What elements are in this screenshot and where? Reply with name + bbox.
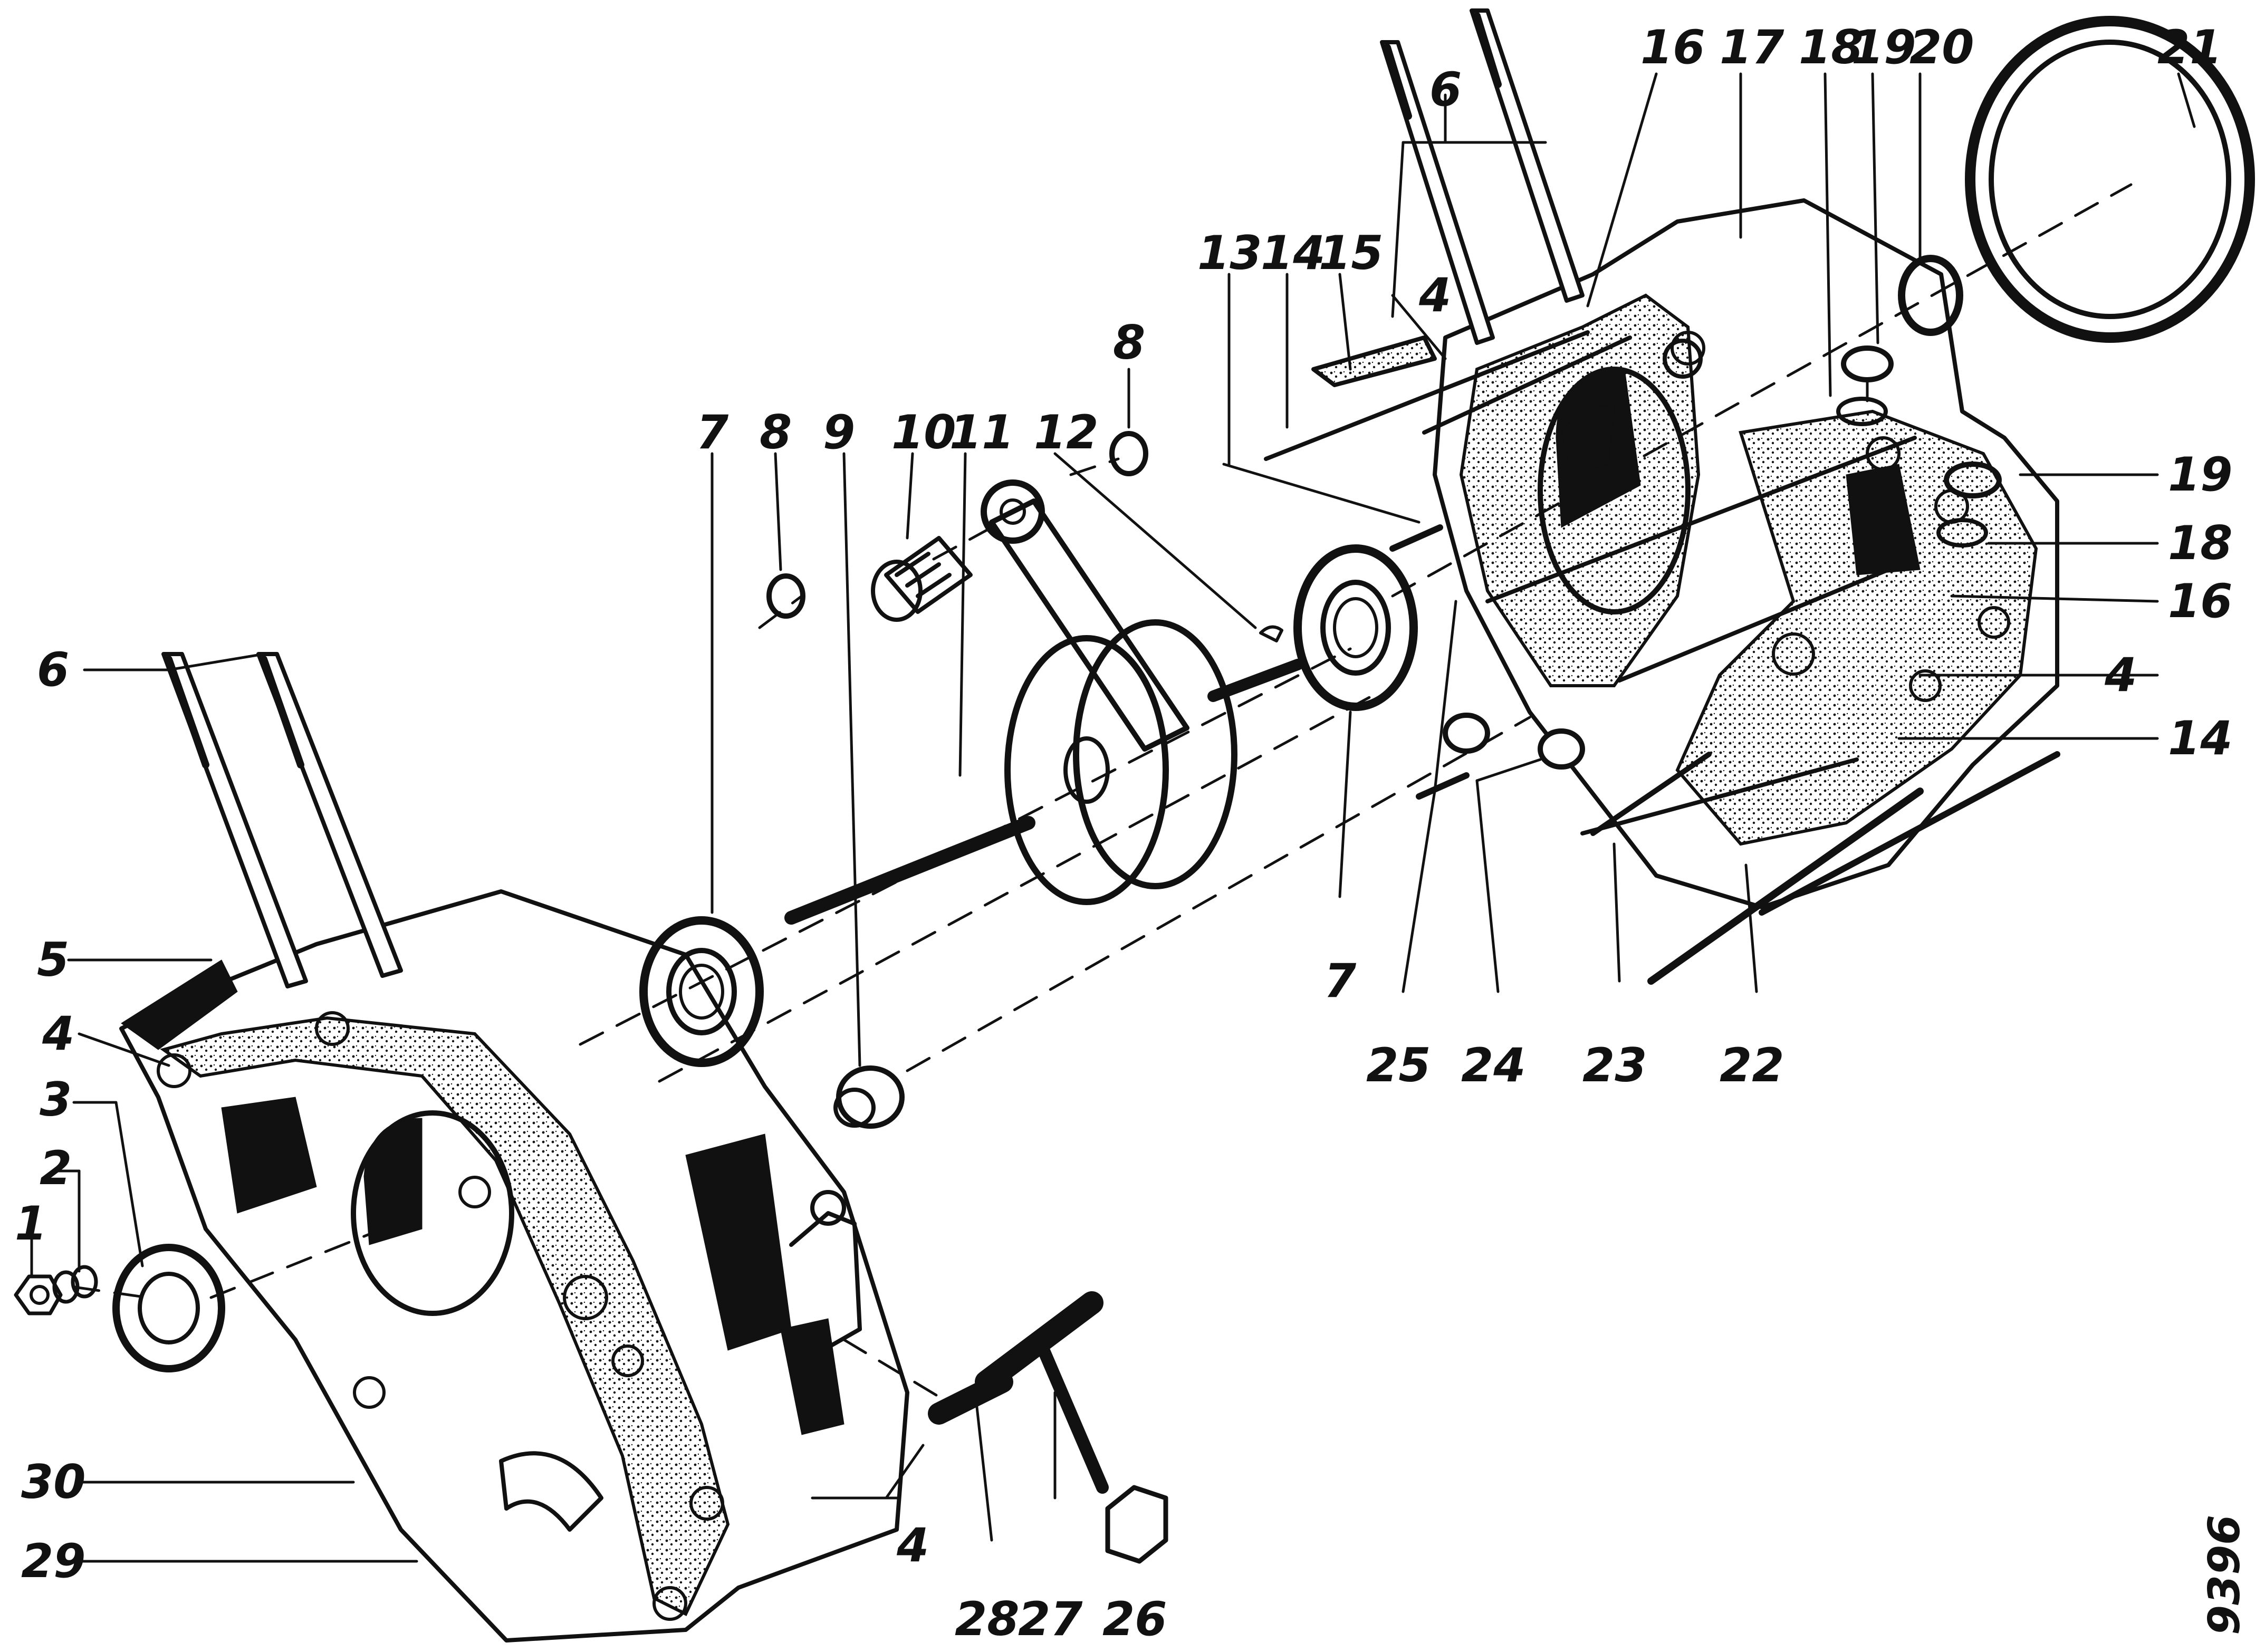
callout-1: 1 bbox=[15, 1196, 47, 1251]
callout-23: 23 bbox=[1582, 1038, 1647, 1092]
bushing-9 bbox=[833, 1065, 905, 1129]
callout-20: 20 bbox=[1909, 20, 1974, 74]
leader-lines bbox=[30, 72, 2196, 1563]
cylinder-studs-right bbox=[1380, 8, 1585, 345]
callout-5: 5 bbox=[37, 933, 69, 987]
seal-20-cover-21 bbox=[1898, 16, 2255, 343]
callout-11: 11 bbox=[949, 405, 1014, 459]
callout-7: 7 bbox=[1324, 954, 1357, 1008]
callout-4: 4 bbox=[1418, 268, 1451, 322]
callout-24: 24 bbox=[1461, 1038, 1525, 1092]
callout-28: 28 bbox=[955, 1592, 1019, 1646]
main-bearing-7-left bbox=[639, 916, 764, 1067]
left-crankcase-half bbox=[119, 889, 909, 1643]
callout-4: 4 bbox=[42, 1006, 74, 1061]
plugs-19-washers-18 bbox=[1836, 345, 2002, 548]
callout-18: 18 bbox=[1799, 20, 1863, 74]
nut-1-washer-2-seal-3 bbox=[14, 1244, 225, 1372]
assembly-axis-lines bbox=[72, 183, 2133, 1405]
callout-27: 27 bbox=[1018, 1592, 1083, 1646]
callout-22: 22 bbox=[1720, 1038, 1784, 1092]
callout-6: 6 bbox=[37, 642, 69, 697]
part-5-bracket bbox=[121, 959, 238, 1050]
callout-8: 8 bbox=[760, 405, 792, 459]
studs-22-23 bbox=[1590, 752, 1924, 985]
cylinder-studs-left bbox=[161, 652, 403, 988]
callout-19: 19 bbox=[1851, 20, 1916, 74]
callout-2: 2 bbox=[40, 1141, 72, 1195]
callout-6: 6 bbox=[1429, 62, 1462, 117]
thrust-washers-8 bbox=[766, 431, 1148, 619]
callout-12: 12 bbox=[1034, 405, 1098, 459]
needle-bearing-10 bbox=[871, 536, 973, 622]
callout-14: 14 bbox=[2168, 711, 2232, 765]
callout-13: 13 bbox=[1197, 226, 1262, 280]
callout-labels: 1 2 3 4 4 4 4 5 6 6 7 7 8 8 9 10 11 12 1… bbox=[15, 20, 2232, 1646]
callout-8: 8 bbox=[1113, 315, 1145, 370]
studs-and-gasket-right bbox=[1264, 330, 2060, 916]
callout-10: 10 bbox=[891, 405, 956, 459]
dowel-bushes-24 bbox=[1443, 713, 1585, 770]
crankshaft-11 bbox=[784, 479, 1303, 925]
callout-25: 25 bbox=[1366, 1038, 1431, 1092]
callout-9: 9 bbox=[823, 405, 855, 459]
callout-29: 29 bbox=[21, 1534, 85, 1588]
callout-14: 14 bbox=[1261, 226, 1325, 280]
callout-4: 4 bbox=[896, 1518, 929, 1572]
callout-17: 17 bbox=[1720, 20, 1784, 74]
figure-reference-number: 9396 bbox=[2200, 1515, 2250, 1635]
callout-4: 4 bbox=[2104, 648, 2137, 702]
callout-18: 18 bbox=[2168, 516, 2232, 570]
callout-16: 16 bbox=[2168, 574, 2232, 628]
callout-26: 26 bbox=[1102, 1592, 1167, 1646]
callout-3: 3 bbox=[40, 1072, 72, 1127]
callout-15: 15 bbox=[1319, 226, 1383, 280]
callout-19: 19 bbox=[2168, 447, 2232, 502]
callout-16: 16 bbox=[1640, 20, 1705, 74]
callout-7: 7 bbox=[696, 405, 729, 459]
callout-30: 30 bbox=[21, 1455, 85, 1509]
callout-21: 21 bbox=[2157, 20, 2222, 74]
bolt-27-nut-26-bush-28 bbox=[928, 1291, 1168, 1564]
main-bearing-7-right bbox=[1293, 544, 1418, 711]
woodruff-key-12 bbox=[1259, 625, 1283, 642]
